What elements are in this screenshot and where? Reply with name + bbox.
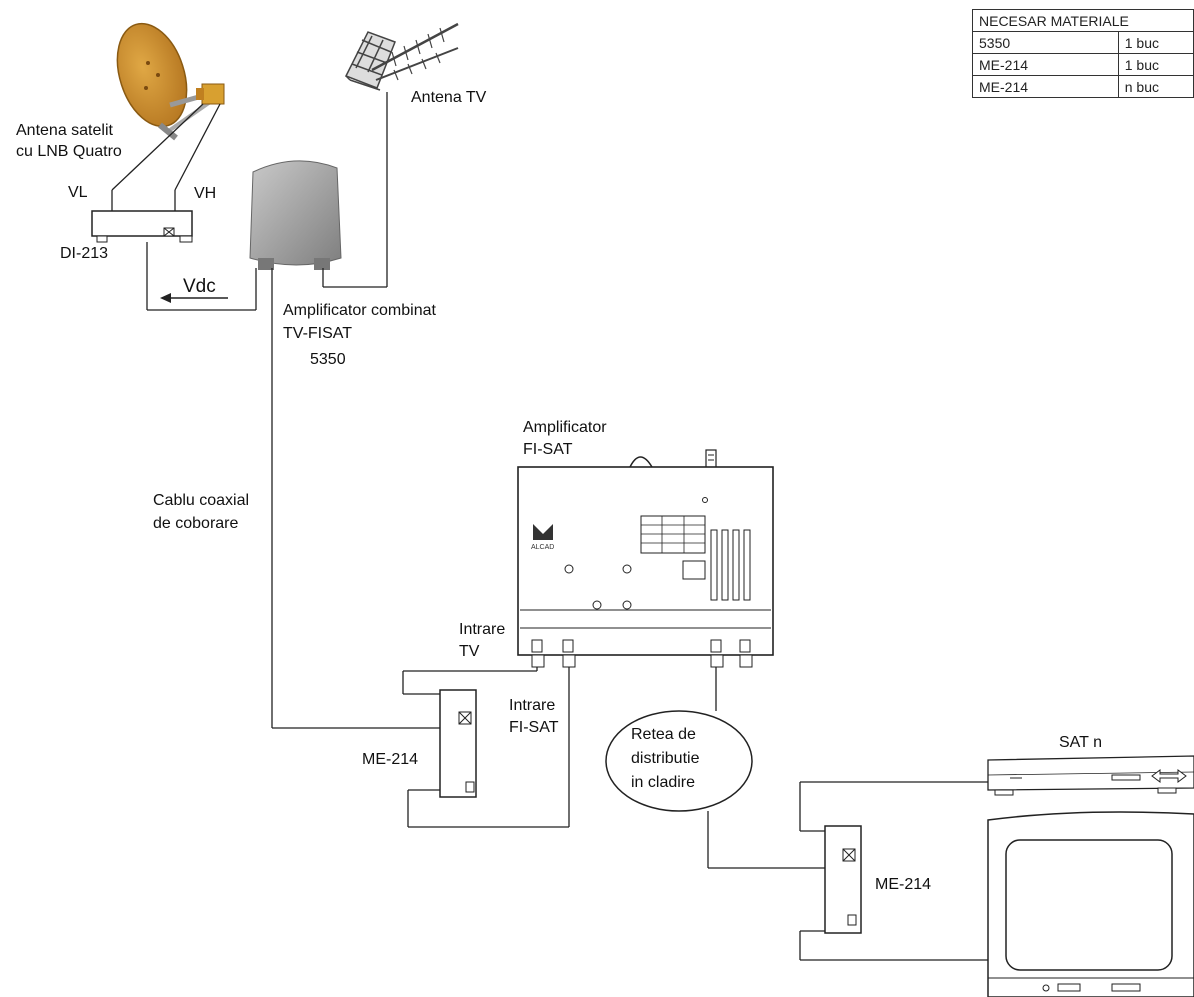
- fisat-amp-label-1: Amplificator: [523, 419, 607, 436]
- network-label-3: in cladire: [631, 774, 696, 791]
- downlink-cable-label-1: Cablu coaxial: [153, 492, 250, 509]
- table-row: ME-214 1 buc: [972, 53, 1194, 76]
- sat-antenna-label-1: Antena satelit: [16, 122, 113, 139]
- materials-table: NECESAR MATERIALE 5350 1 buc ME-214 1 bu…: [972, 9, 1194, 98]
- vh-label: VH: [194, 185, 217, 202]
- distribution-network-ellipse: [605, 710, 753, 812]
- materials-header-row: NECESAR MATERIALE: [972, 9, 1194, 32]
- satellite-dish-icon: [116, 22, 225, 141]
- fisat-input-label-1: Intrare: [509, 697, 556, 714]
- tv-antenna-icon: [344, 22, 459, 91]
- vl-label: VL: [68, 184, 88, 201]
- diplexer-di213-icon: [91, 210, 193, 243]
- diplexer-left-label: ME-214: [362, 751, 419, 768]
- tv-input-label-2: TV: [459, 643, 480, 660]
- table-row: ME-214 n buc: [972, 75, 1194, 98]
- tv-input-label-1: Intrare: [459, 621, 506, 638]
- material-code: 5350: [972, 31, 1119, 54]
- material-qty: 1 buc: [1117, 31, 1194, 54]
- diplexer-right-icon: [824, 825, 862, 934]
- fisat-input-label-2: FI-SAT: [509, 719, 559, 736]
- tv-set-icon: [987, 811, 1194, 997]
- materials-header: NECESAR MATERIALE: [972, 9, 1194, 32]
- sat-antenna-label-2: cu LNB Quatro: [16, 143, 122, 160]
- wiring-bottom: [402, 667, 988, 961]
- vdc-label: Vdc: [183, 276, 216, 297]
- combined-amp-label-2: TV-FISAT: [283, 325, 353, 342]
- satellite-receiver-icon: [987, 755, 1194, 796]
- downlink-cable-label-2: de coborare: [153, 515, 239, 532]
- brand-label: ALCAD: [531, 544, 554, 551]
- network-label-1: Retea de: [631, 726, 696, 743]
- di213-label: DI-213: [60, 245, 109, 262]
- wiring-top: [111, 92, 440, 729]
- fisat-amplifier-icon: ALCAD: [517, 449, 774, 668]
- diplexer-left-icon: [439, 689, 477, 798]
- material-code: ME-214: [972, 75, 1119, 98]
- combined-amp-label-1: Amplificator combinat: [283, 302, 436, 319]
- material-qty: n buc: [1117, 75, 1194, 98]
- fisat-amp-label-2: FI-SAT: [523, 441, 573, 458]
- network-label-2: distributie: [631, 750, 700, 767]
- combined-amplifier-icon: [249, 160, 342, 270]
- material-qty: 1 buc: [1117, 53, 1194, 76]
- receiver-label: SAT n: [1059, 734, 1102, 751]
- materials-table-container: NECESAR MATERIALE 5350 1 buc ME-214 1 bu…: [972, 9, 1194, 129]
- vdc-arrow-icon: [160, 293, 228, 303]
- table-row: 5350 1 buc: [972, 31, 1194, 54]
- material-code: ME-214: [972, 53, 1119, 76]
- combined-amp-label-3: 5350: [310, 351, 346, 368]
- tv-antenna-label: Antena TV: [411, 89, 487, 106]
- diplexer-right-label: ME-214: [875, 876, 932, 893]
